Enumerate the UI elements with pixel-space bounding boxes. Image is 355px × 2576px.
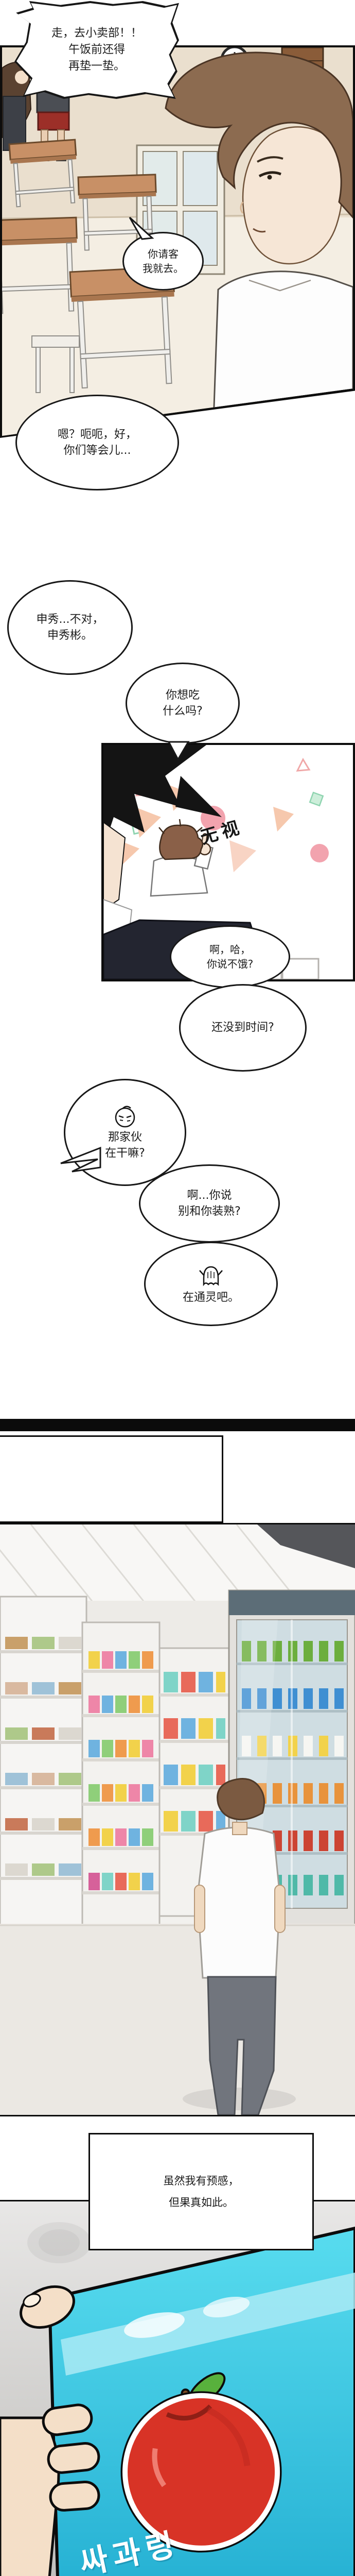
- store-scene: [0, 1524, 355, 2115]
- store-floor: [0, 1924, 355, 2115]
- bubble-line: 在通灵吧。: [182, 1291, 239, 1304]
- protagonist-standing: [194, 1778, 286, 2115]
- bubble-line: 那家伙: [108, 1130, 142, 1144]
- foreground-face-edge: [103, 821, 126, 911]
- store-ceiling: [0, 1524, 355, 1602]
- bubble-line: 啊，哈，: [209, 943, 251, 956]
- juice-carton-panel: 싸과링: [0, 2200, 355, 2576]
- squint-face-doodle-icon: [115, 1106, 135, 1128]
- narration-line: 虽然我有预感，: [163, 2175, 239, 2187]
- narration-line: 但果真如此。: [169, 2196, 234, 2209]
- black-hair-silhouette: [103, 745, 222, 848]
- speech-bubble-3: 嗯？呃呃，好， 你们等会儿...: [15, 395, 179, 490]
- ignoring-student: [150, 819, 214, 897]
- bubble-line: 在干嘛?: [105, 1147, 145, 1160]
- bubble-8-tail: [60, 1146, 101, 1173]
- thumbnail: [23, 2293, 41, 2308]
- classmate-girl: [2, 62, 32, 151]
- bubble-line: 走，去小卖部！！: [51, 27, 142, 40]
- store-panel: [0, 1523, 355, 2116]
- divider-band: [0, 1419, 355, 1431]
- blank-caption-box: [0, 1435, 223, 1523]
- bubble-line: 别和你装熟?: [178, 1205, 241, 1218]
- bubble-5-tail: [167, 741, 190, 761]
- ceiling-beam: [257, 1524, 355, 1568]
- speech-bubble-7: 还没到时间?: [179, 984, 307, 1072]
- narration-box: 虽然我有预感， 但果真如此。: [88, 2133, 314, 2250]
- snack-shelf: [81, 1621, 161, 1933]
- ghost-doodle-icon: [199, 1266, 223, 1286]
- bubble-line: 嗯？呃呃，好，: [57, 428, 137, 441]
- bubble-line: 你想吃: [165, 688, 200, 702]
- bubble-line: 啊...你说: [187, 1189, 232, 1202]
- speech-bubble-6: 啊，哈， 你说不饿?: [170, 925, 290, 988]
- hand: [0, 2285, 100, 2576]
- speech-bubble-1: 走，去小卖部！！ 午饭前还得 再垫一垫。: [14, 1, 179, 99]
- speech-bubble-9: 啊...你说 别和你装熟?: [139, 1164, 280, 1243]
- apple-illustration: [120, 2372, 282, 2553]
- bubble-line: 再垫一垫。: [68, 59, 125, 73]
- bubble-line: 你们等会儿...: [63, 444, 131, 457]
- speech-bubble-2: 你请客 我就去。: [122, 232, 204, 291]
- speech-bubble-4: 申秀...不对， 申秀彬。: [7, 580, 133, 675]
- speech-bubble-10: 在通灵吧。: [144, 1242, 278, 1326]
- carton-scene: [0, 2222, 355, 2576]
- bubble-line: 什么吗?: [163, 705, 203, 718]
- bubble-line: 你说不饿?: [206, 958, 254, 970]
- bubble-line: 还没到时间?: [211, 1021, 274, 1035]
- bubble-line: 申秀...不对，: [36, 613, 104, 626]
- bubble-line: 午饭前还得: [68, 43, 125, 57]
- bubble-line: 你请客: [148, 247, 179, 260]
- bubble-line: 我就去。: [143, 262, 184, 275]
- bubble-line: 申秀彬。: [47, 629, 93, 642]
- speech-bubble-5: 你想吃 什么吗?: [126, 663, 240, 744]
- left-shelf: [0, 1596, 87, 1927]
- bubble-2-tail: [129, 216, 154, 240]
